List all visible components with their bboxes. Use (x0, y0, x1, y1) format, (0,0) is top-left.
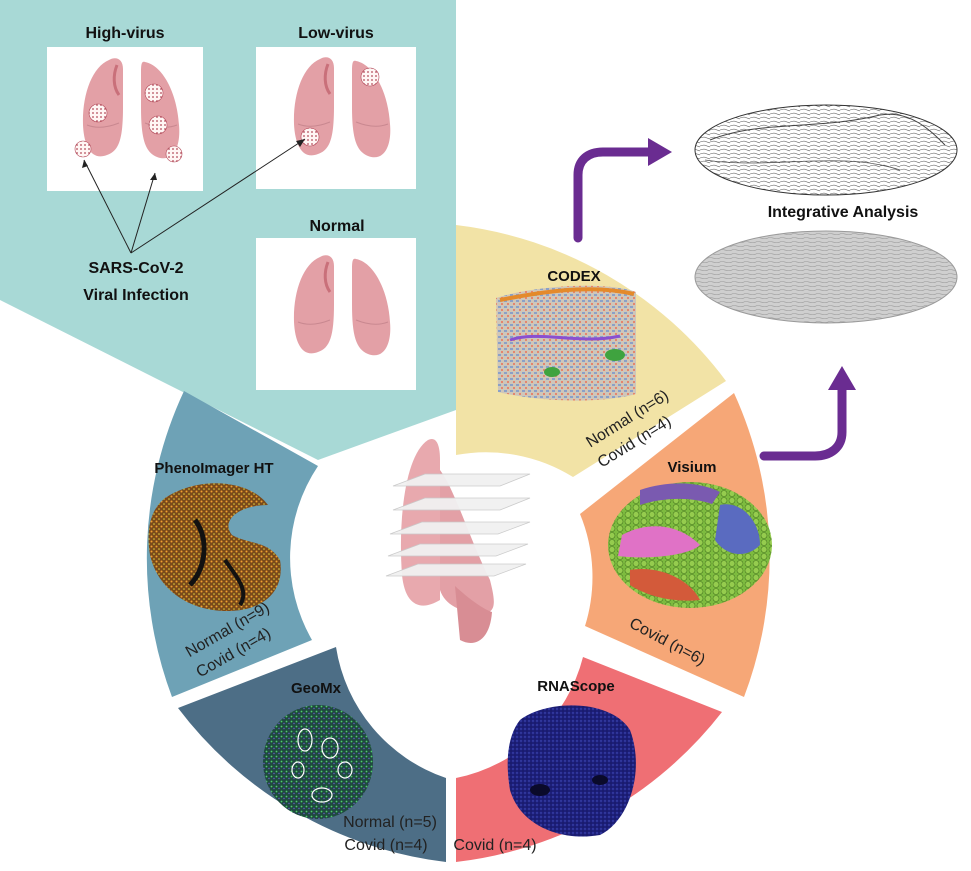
pointer-arrowhead (150, 173, 157, 180)
geomx-tissue-image (263, 705, 373, 819)
high-virus-label: High-virus (85, 25, 164, 42)
normal-box (256, 238, 416, 390)
infection-label-line1: SARS-CoV-2 (88, 260, 183, 277)
normal-label: Normal (309, 218, 364, 235)
geomx-count-covid: Covid (n=4) (344, 837, 427, 854)
visium-title: Visium (668, 459, 717, 476)
geomx-title: GeoMx (291, 680, 342, 697)
low-virus-lungs (292, 55, 392, 159)
arrow-visium-to-integration (759, 366, 856, 461)
rnascope-title: RNAScope (537, 678, 615, 695)
center-lung-slices (385, 438, 531, 643)
geomx-count-normal: Normal (n=5) (343, 814, 437, 831)
integrative-grey-image (694, 230, 958, 324)
infection-label-line2: Viral Infection (83, 287, 189, 304)
high-virus-lungs (74, 56, 183, 163)
phenoimager-title: PhenoImager HT (154, 460, 273, 477)
integrative-analysis-label: Integrative Analysis (768, 204, 919, 221)
pointer-arrowhead (82, 160, 88, 168)
low-virus-label: Low-virus (298, 25, 374, 42)
arrow-codex-to-integration (573, 138, 672, 243)
pointer-arrowhead (296, 139, 305, 147)
integrative-sketch-image (694, 104, 958, 196)
low-virus-box (256, 47, 416, 189)
high-virus-box (47, 47, 203, 191)
infection-pointer-lines (83, 138, 306, 254)
rnascope-tissue-image (507, 705, 636, 837)
codex-tissue-image (496, 285, 636, 401)
codex-title: CODEX (547, 268, 600, 285)
rnascope-count-covid: Covid (n=4) (453, 837, 536, 854)
visium-spot-image (608, 482, 772, 608)
phenoimager-tissue-image (148, 483, 281, 612)
